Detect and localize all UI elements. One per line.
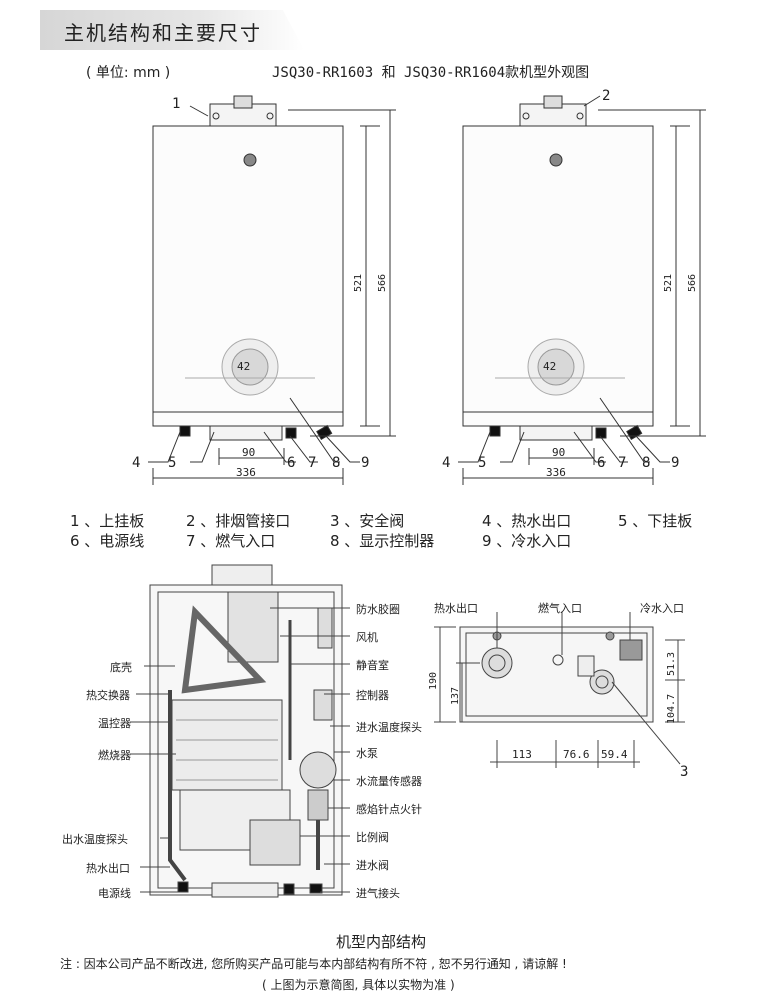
label-inlet-temp-probe: 进水温度探头 xyxy=(356,721,422,734)
dim-190: 190 xyxy=(428,671,439,690)
dim-51-3: 51.3 xyxy=(666,651,677,676)
internal-caption: 机型内部结构 xyxy=(336,933,427,951)
label-hot-water-outlet: 热水出口 xyxy=(86,862,130,875)
model-caption: JSQ30-RR1603 和 JSQ30-RR1604款机型外观图 xyxy=(272,65,590,81)
callout-9-left: 9 xyxy=(361,455,370,471)
label-bottom-shell: 底壳 xyxy=(110,661,132,674)
footer-note-2: ( 上图为示意简图, 具体以实物为准 ) xyxy=(262,978,455,992)
legend-8: 8 、显示控制器 xyxy=(330,532,435,550)
label-ignition-needle: 感焰针点火针 xyxy=(356,803,422,816)
callout-5-left: 5 xyxy=(168,455,177,471)
callout-6-left: 6 xyxy=(287,455,296,471)
label-waterproof-ring: 防水胶圈 xyxy=(356,603,400,616)
dim-90-left: 90 xyxy=(242,446,256,459)
logo-left xyxy=(243,153,257,167)
dim-137: 137 xyxy=(450,686,461,705)
legend-5: 5 、下挂板 xyxy=(618,512,693,530)
label-heat-exchanger: 热交换器 xyxy=(86,689,130,702)
legend-4: 4 、热水出口 xyxy=(482,512,572,530)
logo-right xyxy=(549,153,563,167)
dim-104-7: 104.7 xyxy=(666,693,677,724)
callout-8-left: 8 xyxy=(332,455,341,471)
dim-336-left: 336 xyxy=(236,466,256,479)
legend-7: 7 、燃气入口 xyxy=(186,532,276,550)
label-inlet-valve: 进水阀 xyxy=(356,859,389,872)
footer-note: 注 : 因本公司产品不断改进, 您所购买产品可能与本内部结构有所不符 , 恕不另… xyxy=(60,957,567,971)
display-digits-left: 42 xyxy=(237,360,251,373)
legend-9: 9 、冷水入口 xyxy=(482,532,572,550)
page-title: 主机结构和主要尺寸 xyxy=(64,21,262,45)
callout-9-right: 9 xyxy=(671,455,680,471)
label-pump: 水泵 xyxy=(356,747,378,760)
label-bv-hot-out: 热水出口 xyxy=(434,602,478,615)
callout-1: 1 xyxy=(172,96,181,112)
legend-1: 1 、上挂板 xyxy=(70,512,145,530)
callout-8-right: 8 xyxy=(642,455,651,471)
label-power-cord: 电源线 xyxy=(98,887,131,900)
label-silencer: 静音室 xyxy=(356,659,389,672)
unit-label: ( 单位: mm ) xyxy=(86,65,171,81)
dim-90-right: 90 xyxy=(552,446,566,459)
label-bv-cold-in: 冷水入口 xyxy=(640,602,684,615)
callout-7-right: 7 xyxy=(618,455,627,471)
dim-76-6: 76.6 xyxy=(563,748,590,761)
callout-4-right: 4 xyxy=(442,455,451,471)
label-bv-gas-in: 燃气入口 xyxy=(538,602,582,615)
legend-6: 6 、电源线 xyxy=(70,532,145,550)
label-proportional-valve: 比例阀 xyxy=(356,831,389,844)
callout-6-right: 6 xyxy=(597,455,606,471)
label-thermostat: 温控器 xyxy=(98,717,131,730)
label-burner: 燃烧器 xyxy=(98,749,131,762)
title-banner xyxy=(40,10,304,50)
callout-5-right: 5 xyxy=(478,455,487,471)
display-digits-right: 42 xyxy=(543,360,557,373)
callout-2: 2 xyxy=(602,88,611,104)
legend-3: 3 、安全阀 xyxy=(330,512,405,530)
dim-113: 113 xyxy=(512,748,532,761)
dim-336-right: 336 xyxy=(546,466,566,479)
label-gas-connector: 进气接头 xyxy=(356,887,400,900)
label-outlet-temp-probe: 出水温度探头 xyxy=(62,833,128,846)
dim-59-4: 59.4 xyxy=(601,748,628,761)
callout-4-left: 4 xyxy=(132,455,141,471)
label-flow-sensor: 水流量传感器 xyxy=(356,775,422,788)
label-controller: 控制器 xyxy=(356,689,389,702)
label-fan: 风机 xyxy=(356,631,378,644)
legend-2: 2 、排烟管接口 xyxy=(186,512,291,530)
callout-3: 3 xyxy=(680,764,689,780)
callout-7-left: 7 xyxy=(308,455,317,471)
